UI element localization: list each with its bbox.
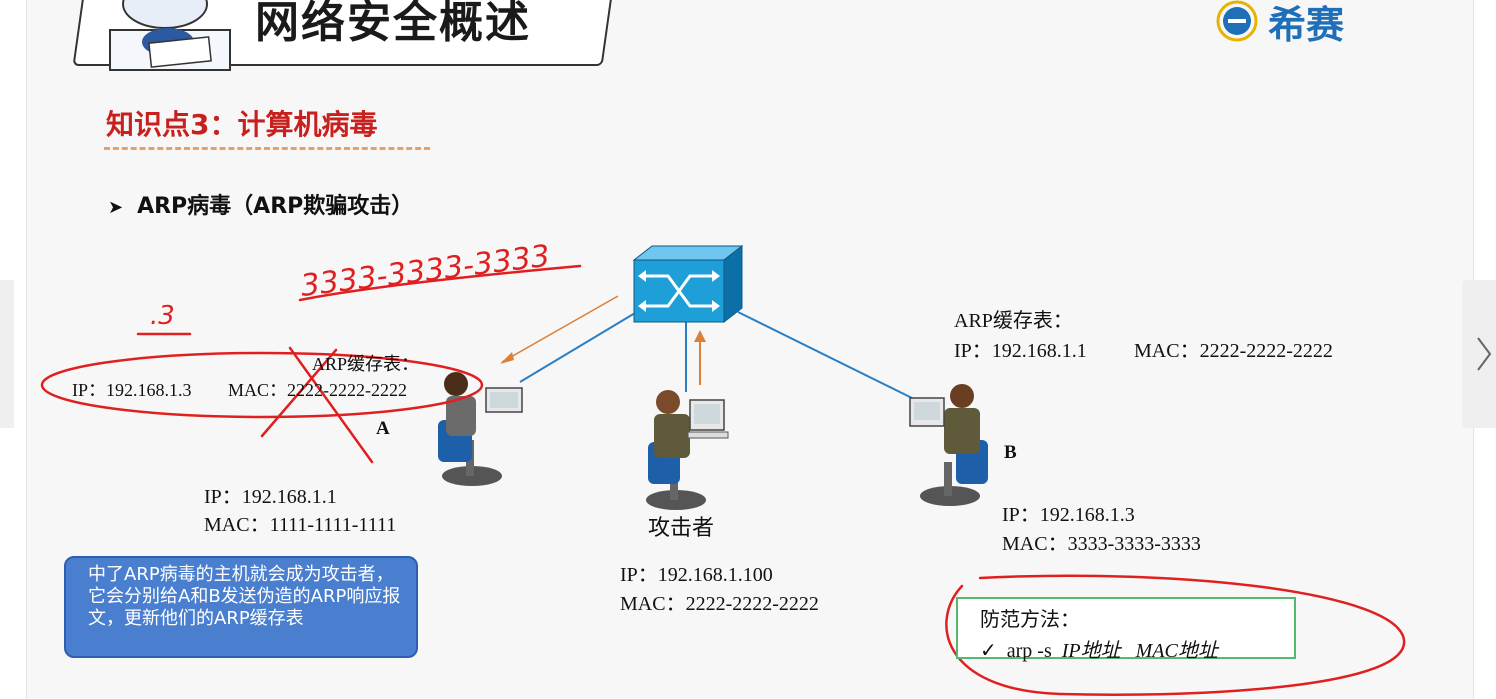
attacker-ip: IP：192.168.1.100 <box>620 564 773 586</box>
host-a-ip: IP：192.168.1.1 <box>204 486 337 508</box>
handwritten-note-2: 3333-3333-3333 <box>299 239 552 304</box>
host-b-ip: IP：192.168.1.3 <box>1002 504 1135 526</box>
attacker-mac: MAC：2222-2222-2222 <box>620 593 819 615</box>
defense-command: ✓ arp -s IP地址 MAC地址 <box>980 634 1272 663</box>
arp-entry-mac-b: MAC：2222-2222-2222 <box>1134 340 1333 362</box>
network-switch-icon <box>632 244 744 324</box>
handwritten-note-1: .3 <box>150 301 175 331</box>
computer-user-icon-attacker <box>646 390 729 510</box>
defense-cmd-text: arp -s <box>1006 640 1052 662</box>
link-a-switch <box>519 309 641 383</box>
defense-box: 防范方法： ✓ arp -s IP地址 MAC地址 <box>956 597 1296 662</box>
check-icon: ✓ <box>980 640 997 662</box>
brand-logo: 希赛 <box>1214 0 1345 47</box>
next-slide-button[interactable] <box>1462 280 1496 428</box>
computer-user-icon-a <box>438 372 523 486</box>
annotation-marks <box>40 264 1406 696</box>
knowledge-point-heading: 知识点3：计算机病毒 <box>106 108 378 141</box>
chevron-right-icon <box>1477 337 1492 371</box>
arp-entry-ip-a: IP：192.168.1.3 <box>72 380 192 400</box>
attacker-label: 攻击者 <box>648 516 715 541</box>
arp-entry-mac-a: MAC：2222-2222-2222 <box>228 380 407 400</box>
arp-table-title-a: ARP缓存表： <box>312 354 420 374</box>
defense-arg-mac: MAC地址 <box>1135 640 1218 662</box>
bullet-item: ➤ ARP病毒（ARP欺骗攻击） <box>108 188 413 220</box>
heading-underline <box>104 147 430 150</box>
bullet-arrow-icon: ➤ <box>108 197 124 218</box>
note-box: 中了ARP病毒的主机就会成为攻击者，它会分别给A和B发送伪造的ARP响应报文，更… <box>64 556 418 658</box>
host-b-mac: MAC：3333-3333-3333 <box>1002 533 1201 555</box>
computer-user-icon-b <box>909 384 988 506</box>
host-b-label: B <box>1004 442 1017 463</box>
host-a-mac: MAC：1111-1111-1111 <box>204 514 397 536</box>
defense-arg-ip: IP地址 <box>1061 640 1121 662</box>
prev-slide-handle[interactable] <box>0 280 14 428</box>
page-title: 网络安全概述 <box>255 0 531 48</box>
arp-entry-ip-b: IP：192.168.1.1 <box>954 340 1087 362</box>
logo-text: 希赛 <box>1268 2 1345 47</box>
logo-e-icon <box>1216 0 1258 42</box>
bullet-text: ARP病毒（ARP欺骗攻击） <box>137 194 414 219</box>
link-b-switch <box>737 311 921 403</box>
defense-title: 防范方法： <box>980 607 1080 631</box>
host-a-label: A <box>376 418 390 439</box>
cat-mascot-icon <box>109 0 231 71</box>
spoof-arrow-to-a <box>501 295 619 363</box>
arp-table-title-b: ARP缓存表： <box>954 310 1073 332</box>
